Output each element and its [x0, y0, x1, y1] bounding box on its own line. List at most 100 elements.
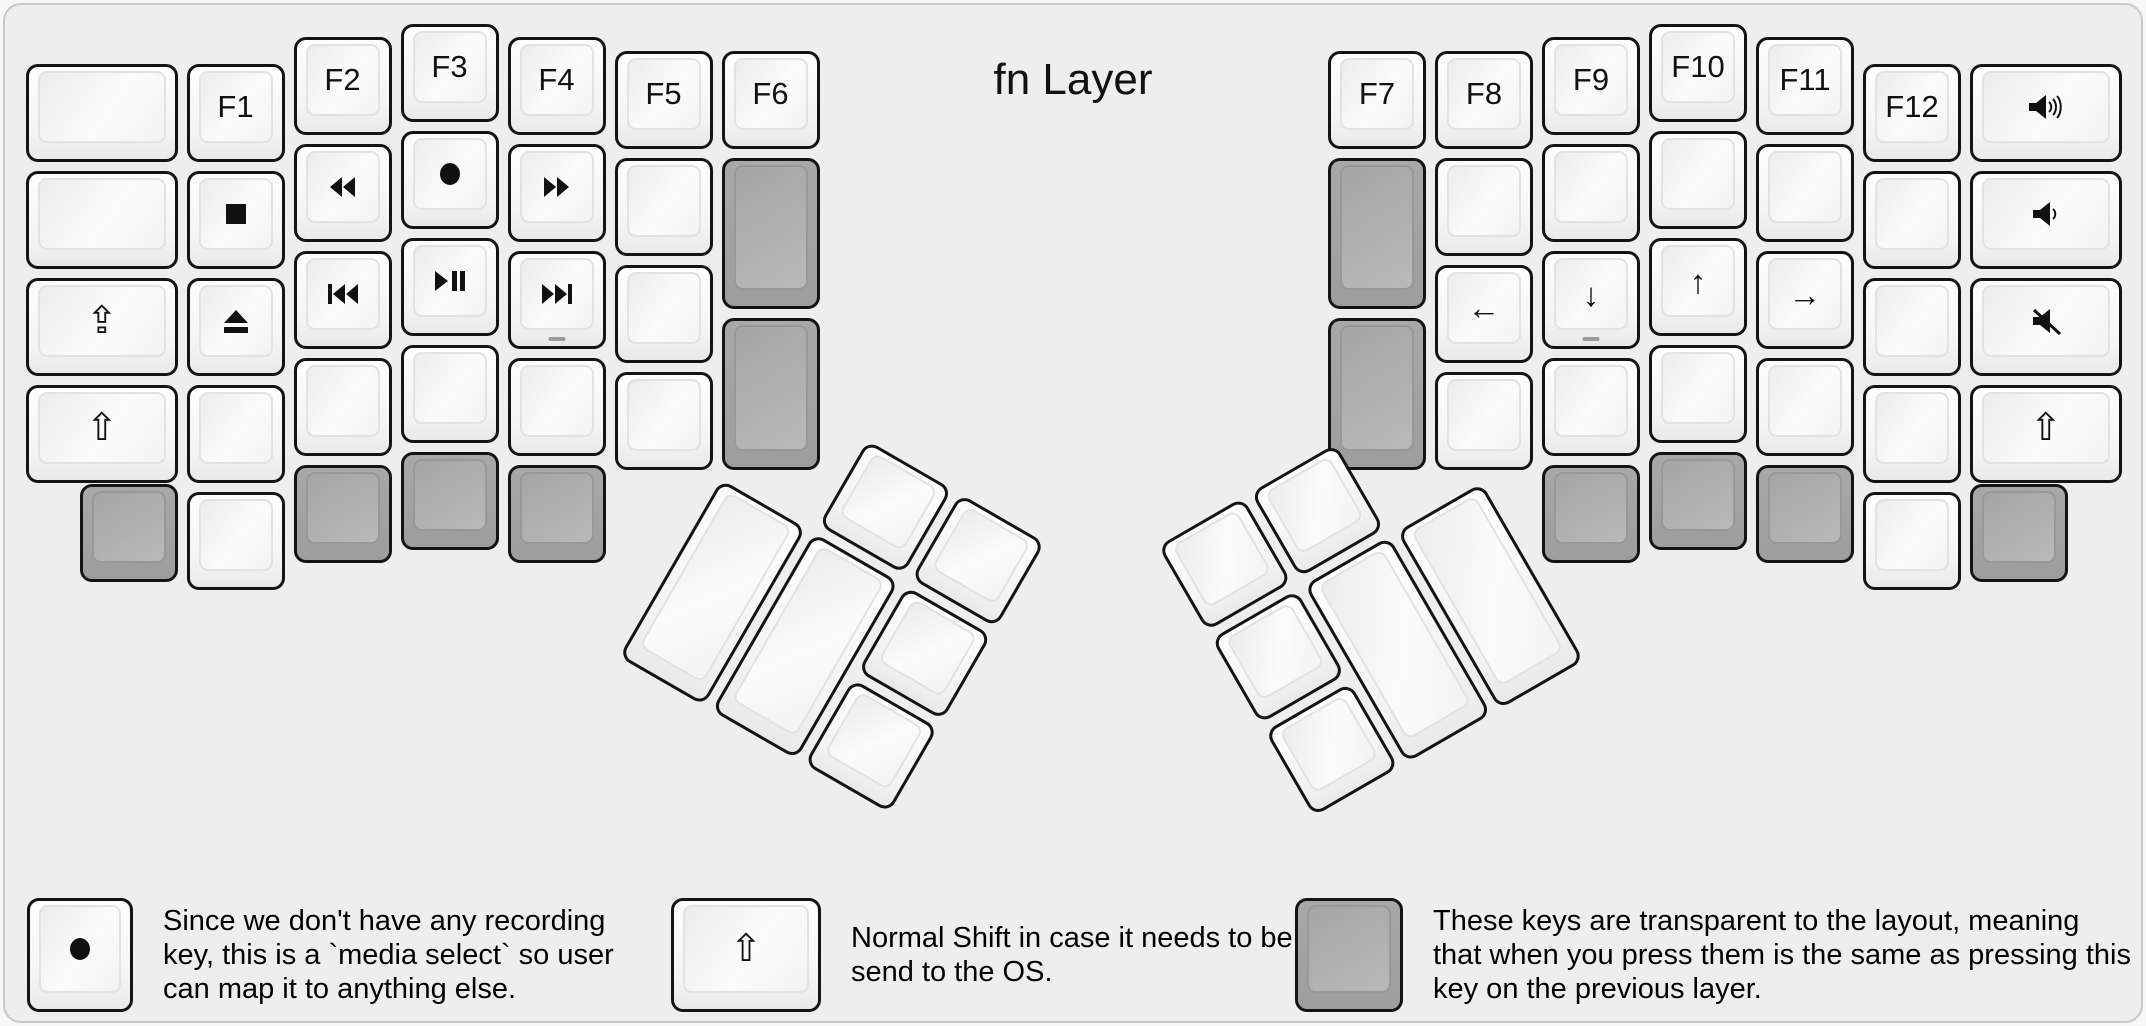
- keycap-top: [305, 151, 380, 224]
- record-icon: [70, 938, 90, 960]
- key-arrow-down[interactable]: ↓: [1542, 251, 1640, 350]
- keycap-top: [412, 138, 487, 210]
- key-blank[interactable]: [1756, 144, 1854, 243]
- key-f5[interactable]: F5: [614, 50, 713, 149]
- key-blank[interactable]: [1863, 171, 1961, 270]
- stop-icon: [225, 204, 246, 225]
- key-blank[interactable]: [1435, 371, 1533, 470]
- keycap-top: ↑: [1661, 245, 1735, 317]
- key-blank[interactable]: [507, 358, 606, 457]
- keycap-top: F11: [1768, 44, 1842, 117]
- key-eject[interactable]: [186, 278, 285, 377]
- key-blank[interactable]: [1649, 131, 1747, 229]
- key-transparent[interactable]: [1328, 318, 1426, 470]
- key-f9[interactable]: F9: [1542, 37, 1640, 136]
- key-label: F5: [645, 75, 682, 111]
- key-next-track[interactable]: [507, 251, 606, 350]
- keycap-top: [1768, 472, 1842, 545]
- key-blank[interactable]: [614, 371, 713, 470]
- key-blank[interactable]: [614, 264, 713, 363]
- key-rewind[interactable]: [293, 144, 392, 243]
- key-blank[interactable]: [1542, 144, 1640, 243]
- key-blank[interactable]: [1863, 385, 1961, 484]
- key-arrow-right[interactable]: →: [1756, 251, 1854, 350]
- shift-icon: ⇧: [2029, 407, 2062, 450]
- key-shift[interactable]: ⇧: [26, 385, 178, 484]
- key-label: F4: [538, 62, 575, 98]
- eject-icon: [223, 309, 248, 333]
- arrow-right-icon: →: [1788, 275, 1822, 313]
- arrow-down-icon: ↓: [1582, 275, 1600, 313]
- key-volume-mute[interactable]: [1970, 278, 2122, 377]
- key-transparent[interactable]: [1970, 484, 2068, 583]
- key-stop[interactable]: [186, 171, 285, 270]
- key-blank[interactable]: [26, 64, 178, 163]
- key-shift[interactable]: ⇧: [1970, 385, 2122, 484]
- keycap-top: [626, 271, 701, 344]
- key-transparent[interactable]: [507, 465, 606, 564]
- key-blank[interactable]: [1756, 358, 1854, 457]
- key-f7[interactable]: F7: [1328, 50, 1426, 149]
- keycap-top: [1768, 151, 1842, 224]
- key-label: F7: [1358, 75, 1396, 111]
- legend-key-record: [27, 898, 133, 1012]
- key-label: F9: [1572, 62, 1610, 98]
- key-label: F6: [752, 75, 789, 111]
- key-transparent[interactable]: [1542, 465, 1640, 564]
- key-blank[interactable]: [1649, 345, 1747, 443]
- keycap-top: [626, 378, 701, 451]
- key-blank[interactable]: [614, 157, 713, 256]
- prev-track-icon: [327, 284, 358, 305]
- key-transparent[interactable]: [721, 157, 820, 310]
- key-transparent[interactable]: [1756, 465, 1854, 564]
- key-f12[interactable]: F12: [1863, 64, 1961, 163]
- key-arrow-up[interactable]: ↑: [1649, 238, 1747, 336]
- keycap-top: [1554, 365, 1628, 438]
- key-volume-up[interactable]: [1970, 64, 2122, 163]
- key-transparent[interactable]: [293, 465, 392, 564]
- keycap-top: [1278, 694, 1379, 794]
- key-transparent[interactable]: [1649, 452, 1747, 550]
- keycap-top: ←: [1447, 271, 1521, 344]
- key-prev-track[interactable]: [293, 251, 392, 350]
- key-play-pause[interactable]: [400, 238, 499, 336]
- key-arrow-left[interactable]: ←: [1435, 264, 1533, 363]
- key-f10[interactable]: F10: [1649, 24, 1747, 122]
- key-f4[interactable]: F4: [507, 37, 606, 136]
- key-fast-forward[interactable]: [507, 144, 606, 243]
- key-blank[interactable]: [1542, 358, 1640, 457]
- key-label: F3: [431, 49, 468, 84]
- key-f3[interactable]: F3: [400, 24, 499, 122]
- key-blank[interactable]: [186, 492, 285, 591]
- keycap-top: F6: [733, 57, 808, 130]
- key-blank[interactable]: [26, 171, 178, 270]
- key-caps-lock[interactable]: ⇪: [26, 278, 178, 377]
- key-record[interactable]: [400, 131, 499, 229]
- key-volume-down[interactable]: [1970, 171, 2122, 270]
- key-blank[interactable]: [1863, 492, 1961, 591]
- key-blank[interactable]: [1435, 157, 1533, 256]
- key-f2[interactable]: F2: [293, 37, 392, 136]
- keycap-top: ⇪: [38, 285, 166, 358]
- key-f1[interactable]: F1: [186, 64, 285, 163]
- key-transparent[interactable]: [721, 318, 820, 470]
- key-transparent[interactable]: [79, 484, 178, 583]
- key-blank[interactable]: [293, 358, 392, 457]
- volume-mute-icon: [2032, 309, 2061, 336]
- keycap-top: [1554, 151, 1628, 224]
- key-f11[interactable]: F11: [1756, 37, 1854, 136]
- key-blank[interactable]: [1863, 278, 1961, 377]
- keycap-top: [733, 164, 808, 291]
- keycap-top: [1340, 164, 1414, 291]
- keycap-top: [1982, 178, 2110, 251]
- key-transparent[interactable]: [1328, 157, 1426, 310]
- keycap-top: [1307, 905, 1391, 993]
- key-f6[interactable]: F6: [721, 50, 820, 149]
- key-f8[interactable]: F8: [1435, 50, 1533, 149]
- key-transparent[interactable]: [400, 452, 499, 550]
- keycap-top: F12: [1875, 71, 1949, 144]
- key-blank[interactable]: [186, 385, 285, 484]
- play-pause-icon: [434, 271, 465, 291]
- key-blank[interactable]: [400, 345, 499, 443]
